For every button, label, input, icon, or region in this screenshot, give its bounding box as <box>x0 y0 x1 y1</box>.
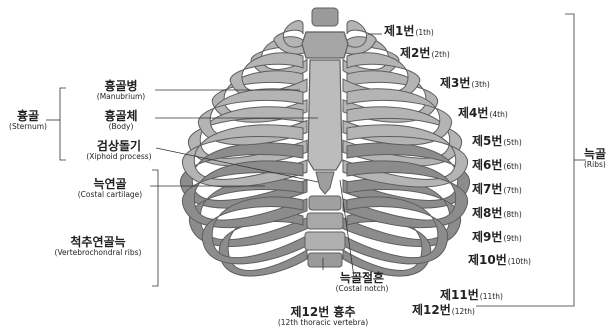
costal-cartilage-sublabel: (Costal cartilage) <box>66 191 154 199</box>
thoracic-vertebra-sublabel: (12th thoracic vertebra) <box>266 319 380 327</box>
rib-number: 제4번 <box>458 106 488 120</box>
rib-number: 제11번 <box>440 288 479 302</box>
body-label: 흉골체 <box>82 110 160 123</box>
body-sublabel: (Body) <box>82 123 160 131</box>
rib-label-3: 제3번(3th) <box>440 74 490 90</box>
rib-number: 제7번 <box>472 182 502 196</box>
thoracic-vertebra-label-block: 제12번 흉추 (12th thoracic vertebra) <box>266 306 380 326</box>
rib-number: 제12번 <box>412 303 451 317</box>
costal-cartilage-label: 늑연골 <box>66 178 154 191</box>
manubrium-sublabel: (Manubrium) <box>82 93 160 101</box>
sternum-body-shape <box>308 60 342 170</box>
rib-label-11: 제11번(11th) <box>440 286 503 302</box>
rib-ordinal: (4th) <box>489 110 507 119</box>
rib-label-9: 제9번(9th) <box>472 228 522 244</box>
rib-number: 제1번 <box>384 24 414 38</box>
rib-ordinal: (9th) <box>503 234 521 243</box>
rib-ordinal: (8th) <box>503 210 521 219</box>
rib-ordinal: (11th) <box>480 292 503 301</box>
rib-number: 제8번 <box>472 206 502 220</box>
sternum-sublabel: (Sternum) <box>4 123 52 131</box>
manubrium-label: 흉골병 <box>82 80 160 93</box>
rib-label-1: 제1번(1th) <box>384 22 434 38</box>
ribs-label: 늑골 <box>584 148 608 161</box>
rib-ordinal: (10th) <box>508 257 531 266</box>
ribs-sublabel: (Ribs) <box>584 161 608 169</box>
costal-notch-sublabel: (Costal notch) <box>330 285 394 293</box>
rib-label-6: 제6번(6th) <box>472 156 522 172</box>
rib-number: 제6번 <box>472 158 502 172</box>
vertebrochondral-label: 척추연골늑 <box>46 236 150 249</box>
rib-number: 제10번 <box>468 253 507 267</box>
xiphoid-sublabel: (Xiphoid process) <box>78 153 160 161</box>
rib-label-12: 제12번(12th) <box>412 301 475 317</box>
manubrium-shape <box>302 32 348 58</box>
rib-label-7: 제7번(7th) <box>472 180 522 196</box>
rib-label-2: 제2번(2th) <box>400 44 450 60</box>
rib-number: 제3번 <box>440 76 470 90</box>
rib-ordinal: (6th) <box>503 162 521 171</box>
xiphoid-label-block: 검상돌기 (Xiphoid process) <box>78 140 160 160</box>
thoracic-vertebra-label: 제12번 흉추 <box>266 306 380 319</box>
rib-ordinal: (2th) <box>431 50 449 59</box>
rib-ordinal: (3th) <box>471 80 489 89</box>
xiphoid-label: 검상돌기 <box>78 140 160 153</box>
manubrium-label-block: 흉골병 (Manubrium) <box>82 80 160 100</box>
rib-label-5: 제5번(5th) <box>472 132 522 148</box>
rib-ordinal: (12th) <box>452 307 475 316</box>
rib-ordinal: (1th) <box>415 28 433 37</box>
costal-notch-label-block: 늑골절흔 (Costal notch) <box>330 272 394 292</box>
rib-ordinal: (5th) <box>503 138 521 147</box>
vertebrochondral-label-block: 척추연골늑 (Vertebrochondral ribs) <box>46 236 150 256</box>
vertebrochondral-sublabel: (Vertebrochondral ribs) <box>46 249 150 257</box>
sternum <box>302 32 348 194</box>
rib-ordinal: (7th) <box>503 186 521 195</box>
costal-notch-label: 늑골절흔 <box>330 272 394 285</box>
ribs-group-label: 늑골 (Ribs) <box>584 148 608 168</box>
sternum-label: 흉골 <box>4 110 52 123</box>
rib-label-4: 제4번(4th) <box>458 104 508 120</box>
sternum-group-label: 흉골 (Sternum) <box>4 110 52 130</box>
costal-cartilage-label-block: 늑연골 (Costal cartilage) <box>66 178 154 198</box>
rib-label-8: 제8번(8th) <box>472 204 522 220</box>
rib-number: 제9번 <box>472 230 502 244</box>
xiphoid-shape <box>316 172 334 194</box>
rib-label-10: 제10번(10th) <box>468 251 531 267</box>
body-label-block: 흉골체 (Body) <box>82 110 160 130</box>
rib-number: 제2번 <box>400 46 430 60</box>
rib-number: 제5번 <box>472 134 502 148</box>
